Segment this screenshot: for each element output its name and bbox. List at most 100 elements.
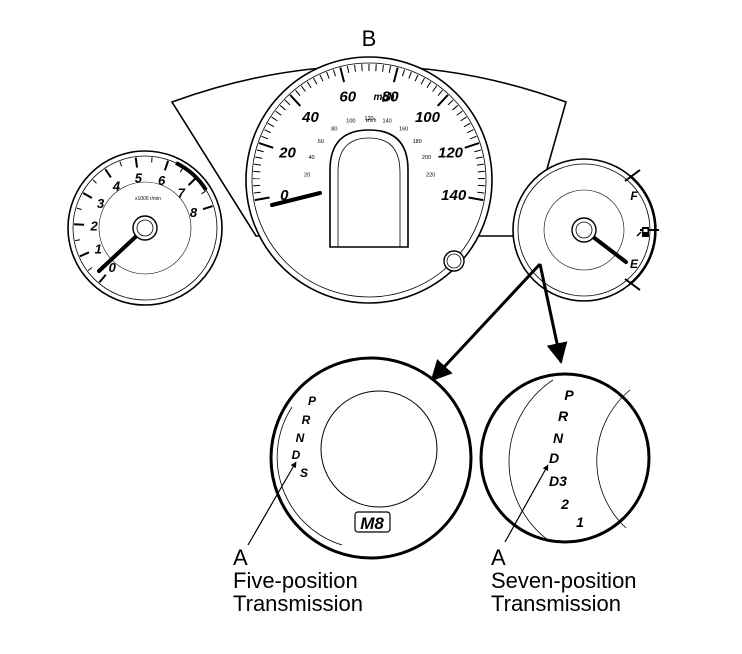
tachometer-tick	[75, 239, 81, 242]
tachometer-label: 8	[190, 205, 198, 220]
speedometer-tick	[300, 85, 306, 92]
five-position-gear-label: P	[308, 394, 317, 408]
speedometer-kmh-label: 160	[399, 127, 408, 133]
fuel-gauge-hub	[571, 217, 597, 243]
speedometer-needle	[270, 191, 322, 207]
tachometer-tick	[119, 161, 123, 167]
tachometer-label: 0	[109, 260, 117, 275]
tachometer-label: 3	[97, 196, 105, 211]
speedometer-mph-label: 80	[382, 89, 399, 106]
speedometer-tick	[346, 65, 350, 73]
speedometer-tick	[388, 65, 392, 73]
tachometer-tick	[92, 179, 97, 184]
speedometer-tick	[319, 74, 324, 82]
seven-position-gear-label: P	[564, 387, 574, 403]
tachometer-redzone	[175, 161, 208, 192]
speedometer-tick	[254, 196, 270, 202]
gear-mode-display: M8	[354, 511, 391, 533]
gear-mode-display-text: M8	[360, 514, 384, 533]
fuel-gauge: F E	[512, 158, 659, 302]
speedometer-kmh-label: 200	[422, 155, 431, 161]
tachometer-tick	[79, 251, 90, 258]
seven-position-caption: A Seven-position Transmission	[491, 546, 637, 615]
speedometer-mph-label: 100	[415, 109, 441, 126]
speedometer-ticks	[253, 64, 485, 202]
speedometer-tick	[255, 156, 263, 159]
tachometer-hub	[132, 215, 158, 241]
speedometer-tick	[253, 170, 261, 173]
speedometer-tick	[267, 122, 275, 128]
speedometer-tick	[432, 85, 438, 92]
seven-position-callout-letter: A	[491, 545, 506, 570]
speedometer-tick	[254, 163, 262, 166]
speedometer-tick	[332, 69, 337, 77]
five-position-gear-label: D	[292, 448, 301, 462]
speedometer-tick	[468, 196, 484, 202]
speedometer-tick	[382, 64, 384, 72]
speedometer-mph-label: 60	[339, 89, 356, 106]
speedometer-tick	[392, 67, 399, 83]
speedometer-tick	[326, 71, 330, 79]
five-position-gear-label: R	[302, 413, 311, 427]
speedometer-tick	[469, 135, 477, 140]
speedometer-tick	[437, 89, 443, 96]
seven-position-gear-label: 1	[576, 514, 584, 530]
speedometer-mph-label: 0	[280, 187, 289, 204]
speedometer-tick	[275, 110, 282, 116]
tachometer-label: 5	[135, 170, 143, 185]
speedometer-kmh-label: 220	[426, 173, 435, 179]
tachometer-label: 6	[158, 173, 166, 188]
speedometer-tick	[258, 142, 274, 149]
speedometer-kmh-label: 100	[346, 119, 355, 125]
tachometer-ticks	[74, 157, 213, 284]
five-position-gear-label: N	[296, 431, 305, 445]
speedometer-tick	[477, 170, 485, 173]
tachometer-tick	[151, 157, 153, 163]
trip-knob	[443, 250, 465, 272]
tachometer-tick	[134, 157, 139, 168]
speedometer-tick	[253, 191, 261, 194]
tachometer-tick	[104, 168, 112, 178]
speedometer-tick	[401, 69, 406, 77]
speedometer-tick	[279, 105, 286, 111]
seven-position-gear-label: N	[553, 430, 564, 446]
speedometer-kmh-label: 40	[308, 155, 314, 161]
speedometer-tick	[474, 149, 482, 153]
speedometer-kmh-label: 140	[383, 119, 392, 125]
five-position-gear-label: S	[300, 466, 308, 480]
speedometer-kmh-label: 120	[364, 116, 373, 122]
speedometer-tick	[261, 135, 269, 140]
speedometer-mph-label: 20	[278, 145, 296, 162]
tachometer-label: 2	[89, 218, 98, 233]
speedometer-mph-label: 120	[438, 145, 464, 162]
tachometer-tick	[98, 274, 107, 284]
tachometer-label: 4	[112, 179, 121, 194]
speedometer-tick	[477, 191, 485, 194]
five-position-caption-line2: Transmission	[233, 591, 363, 616]
speedometer-kmh-label: 80	[331, 127, 337, 133]
five-position-caption: A Five-position Transmission	[233, 546, 363, 615]
speedometer-center-display	[329, 129, 409, 248]
fuel-pump-icon	[636, 227, 649, 237]
tachometer-caption: x1000 r/min	[135, 196, 161, 202]
speedometer-tick	[339, 67, 346, 83]
speedometer-tick	[460, 116, 467, 122]
tachometer-label: 1	[95, 241, 102, 256]
speedometer-tick	[264, 129, 272, 134]
fuel-empty-label: E	[630, 257, 639, 271]
speedometer-tick	[456, 110, 463, 116]
speedometer-tick	[466, 129, 474, 134]
tachometer-tick	[187, 177, 197, 186]
speedometer-kmh-label: 60	[318, 139, 324, 145]
five-position-callout-arrow	[247, 461, 297, 546]
detail-pointer-arrows	[430, 262, 568, 382]
speedometer-tick	[436, 94, 449, 107]
speedometer-kmh-label: 20	[304, 173, 310, 179]
